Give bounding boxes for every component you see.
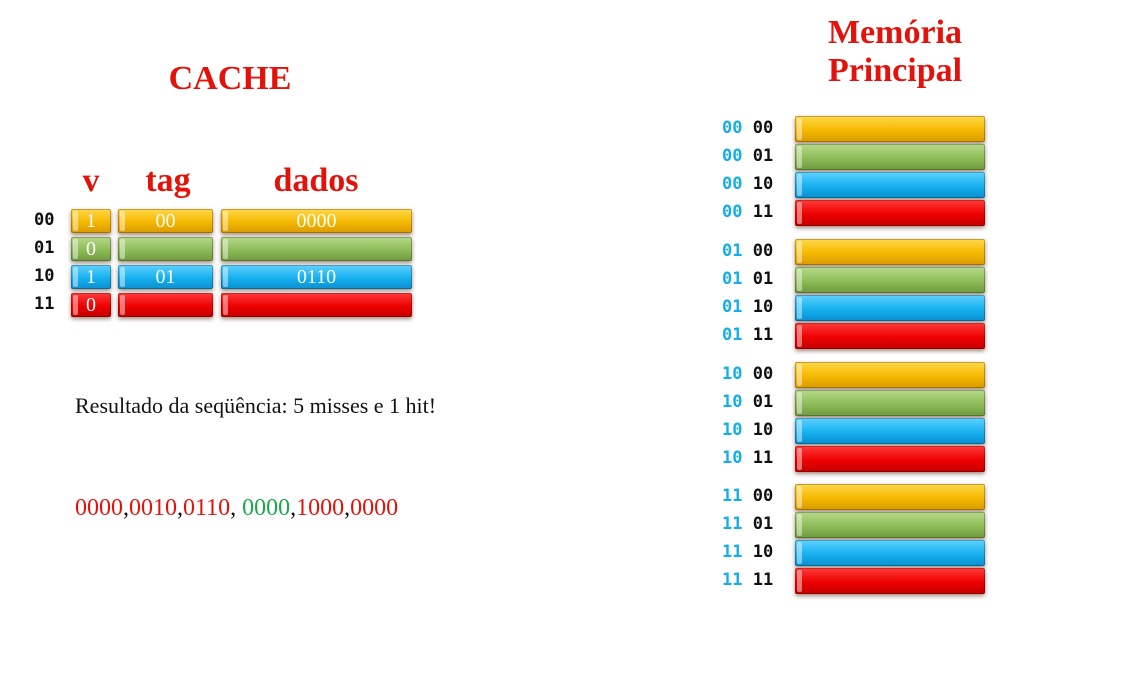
memory-address: 10 11 (722, 448, 784, 468)
sequence-separator: , (177, 495, 183, 521)
cache-header-tag: tag (145, 162, 191, 199)
memory-block (795, 172, 985, 198)
cache-tag-cell (118, 293, 213, 317)
address-low-bits: 00 (752, 118, 774, 138)
address-high-bits: 11 (722, 542, 743, 562)
access-sequence: 0000,0010,0110, 0000,1000,0000 (75, 495, 398, 522)
memory-block (795, 295, 985, 321)
address-low-bits: 01 (752, 269, 774, 289)
address-high-bits: 01 (722, 241, 743, 261)
memory-block (795, 144, 985, 170)
address-high-bits: 10 (722, 392, 743, 412)
address-low-bits: 01 (752, 514, 774, 534)
memory-block (795, 200, 985, 226)
cache-valid-cell: 1 (71, 209, 111, 233)
memory-block (795, 323, 985, 349)
memory-address: 10 01 (722, 392, 784, 412)
address-high-bits: 11 (722, 486, 743, 506)
address-high-bits: 11 (722, 514, 743, 534)
sequence-miss: 0000 (75, 495, 123, 521)
address-high-bits: 01 (722, 269, 743, 289)
address-low-bits: 01 (752, 146, 774, 166)
memory-address: 11 00 (722, 486, 784, 506)
cache-valid-cell: 0 (71, 293, 111, 317)
address-low-bits: 00 (752, 364, 774, 384)
sequence-separator: , (123, 495, 129, 521)
cache-tag-cell (118, 237, 213, 261)
memory-block (795, 239, 985, 265)
address-low-bits: 00 (752, 486, 774, 506)
memory-address: 10 10 (722, 420, 784, 440)
address-high-bits: 10 (722, 364, 743, 384)
memory-block (795, 568, 985, 594)
address-low-bits: 10 (752, 174, 774, 194)
memory-address: 01 01 (722, 269, 784, 289)
memory-address: 01 10 (722, 297, 784, 317)
sequence-miss: 0000 (350, 495, 399, 521)
sequence-separator: , (344, 495, 351, 521)
memory-address: 11 10 (722, 542, 784, 562)
address-low-bits: 11 (752, 202, 774, 222)
cache-data-cell: 0000 (221, 209, 412, 233)
address-low-bits: 11 (752, 325, 774, 345)
memory-block (795, 484, 985, 510)
cache-header-valid: v (82, 162, 100, 199)
address-high-bits: 11 (722, 570, 743, 590)
cache-tag-cell: 00 (118, 209, 213, 233)
memory-address: 01 00 (722, 241, 784, 261)
memory-address: 11 11 (722, 570, 784, 590)
memory-block (795, 362, 985, 388)
address-high-bits: 00 (722, 202, 743, 222)
memory-address: 00 11 (722, 202, 784, 222)
cache-header-data: dados (273, 162, 359, 199)
address-high-bits: 10 (722, 420, 743, 440)
memory-block (795, 540, 985, 566)
sequence-miss: 0110 (183, 495, 231, 521)
cache-title: CACHE (168, 60, 292, 97)
main-memory-title: Memória Principal (827, 14, 963, 89)
memory-address: 11 01 (722, 514, 784, 534)
cache-valid-cell: 1 (71, 265, 111, 289)
address-low-bits: 10 (752, 297, 774, 317)
address-high-bits: 10 (722, 448, 743, 468)
memory-block (795, 446, 985, 472)
cache-row-index: 01 (34, 238, 55, 258)
cache-valid-cell: 0 (71, 237, 111, 261)
address-low-bits: 11 (752, 570, 774, 590)
address-high-bits: 00 (722, 146, 743, 166)
sequence-hit: 0000 (242, 495, 291, 521)
sequence-miss: 0010 (129, 495, 177, 521)
address-high-bits: 01 (722, 325, 743, 345)
memory-block (795, 267, 985, 293)
cache-data-cell: 0110 (221, 265, 412, 289)
address-high-bits: 00 (722, 118, 743, 138)
cache-data-cell (221, 293, 412, 317)
memory-address: 00 10 (722, 174, 784, 194)
address-low-bits: 11 (752, 448, 774, 468)
memory-block (795, 390, 985, 416)
memory-address: 01 11 (722, 325, 784, 345)
address-low-bits: 10 (752, 420, 774, 440)
memory-block (795, 116, 985, 142)
cache-row-index: 10 (34, 266, 55, 286)
sequence-separator: , (230, 495, 243, 521)
result-text: Resultado da seqüência: 5 misses e 1 hit… (75, 393, 437, 418)
cache-row-index: 00 (34, 210, 55, 230)
cache-data-cell (221, 237, 412, 261)
address-low-bits: 10 (752, 542, 774, 562)
memory-address: 10 00 (722, 364, 784, 384)
memory-block (795, 512, 985, 538)
memory-address: 00 00 (722, 118, 784, 138)
sequence-separator: , (290, 495, 297, 521)
memory-block (795, 418, 985, 444)
sequence-miss: 1000 (296, 495, 345, 521)
address-high-bits: 00 (722, 174, 743, 194)
cache-row-index: 11 (34, 294, 55, 314)
address-high-bits: 01 (722, 297, 743, 317)
cache-tag-cell: 01 (118, 265, 213, 289)
address-low-bits: 00 (752, 241, 774, 261)
memory-address: 00 01 (722, 146, 784, 166)
address-low-bits: 01 (752, 392, 774, 412)
